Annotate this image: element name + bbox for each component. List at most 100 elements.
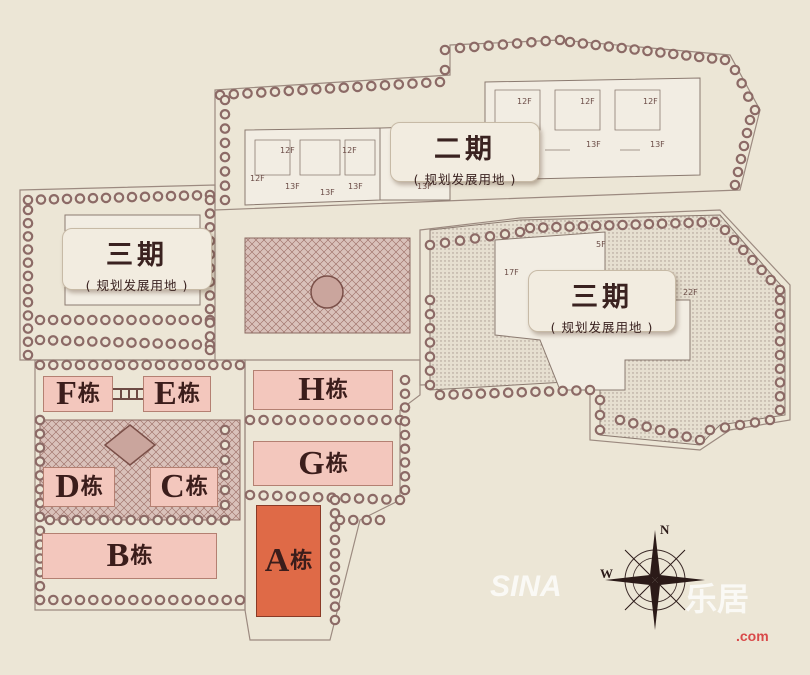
tree-icon bbox=[22, 194, 34, 206]
tree-icon bbox=[399, 388, 411, 400]
tree-icon bbox=[219, 180, 231, 191]
tree-icon bbox=[764, 414, 776, 426]
tree-icon bbox=[489, 387, 500, 399]
tree-icon bbox=[221, 594, 232, 606]
tree-icon bbox=[326, 414, 338, 426]
tree-icon bbox=[73, 335, 85, 347]
tree-icon bbox=[242, 88, 253, 99]
tree-icon bbox=[204, 303, 216, 315]
tree-icon bbox=[680, 50, 692, 61]
tree-icon bbox=[732, 166, 744, 178]
floor-label: 13F bbox=[417, 182, 432, 191]
connector-bridge bbox=[113, 388, 143, 400]
tree-icon bbox=[765, 274, 777, 286]
tree-icon bbox=[693, 51, 705, 63]
tree-icon bbox=[393, 79, 405, 90]
phase-subtitle: ( 规划发展用地 ) bbox=[85, 278, 189, 293]
tree-icon bbox=[502, 387, 514, 398]
building-suffix: 栋 bbox=[80, 474, 103, 499]
tree-icon bbox=[100, 314, 111, 326]
tree-icon bbox=[399, 374, 411, 386]
tree-icon bbox=[219, 194, 231, 206]
tree-icon bbox=[285, 491, 297, 502]
tree-icon bbox=[424, 239, 436, 251]
tree-icon bbox=[114, 359, 126, 371]
tree-icon bbox=[165, 190, 177, 202]
tree-icon bbox=[100, 336, 111, 348]
tree-icon bbox=[617, 219, 628, 231]
tree-icon bbox=[543, 386, 555, 397]
tree-icon bbox=[101, 594, 112, 606]
tree-icon bbox=[329, 601, 341, 612]
tree-icon bbox=[329, 547, 341, 559]
tree-icon bbox=[61, 193, 73, 205]
floor-label: 12F bbox=[342, 146, 357, 155]
tree-icon bbox=[178, 314, 190, 326]
tree-icon bbox=[774, 322, 786, 333]
tree-icon bbox=[152, 314, 163, 326]
tree-icon bbox=[126, 191, 138, 203]
tree-icon bbox=[399, 470, 411, 482]
tree-icon bbox=[60, 335, 72, 347]
phase-label-right: 三期 ( 规划发展用地 ) bbox=[528, 270, 676, 335]
tree-icon bbox=[367, 493, 378, 505]
floor-label: 13F bbox=[285, 182, 300, 191]
tree-icon bbox=[571, 385, 582, 396]
tree-icon bbox=[74, 594, 86, 606]
tree-icon bbox=[399, 402, 411, 413]
tree-icon bbox=[379, 80, 391, 91]
tree-icon bbox=[719, 224, 731, 236]
tree-icon bbox=[271, 490, 283, 502]
tree-icon bbox=[139, 337, 150, 349]
tree-icon bbox=[439, 64, 451, 76]
tree-icon bbox=[126, 337, 137, 348]
tree-icon bbox=[729, 179, 741, 191]
tree-icon bbox=[329, 574, 341, 586]
tree-icon bbox=[551, 221, 562, 233]
tree-icon bbox=[424, 294, 436, 306]
tree-icon bbox=[22, 323, 34, 334]
tree-icon bbox=[34, 580, 46, 592]
tree-icon bbox=[394, 494, 406, 506]
tree-icon bbox=[399, 429, 411, 441]
tree-icon bbox=[774, 335, 786, 347]
tree-icon bbox=[347, 514, 359, 526]
tree-icon bbox=[258, 414, 269, 426]
plaza-fountain bbox=[310, 275, 344, 309]
tree-icon bbox=[74, 359, 86, 371]
tree-icon bbox=[630, 219, 641, 230]
tree-icon bbox=[353, 493, 365, 504]
tree-icon bbox=[667, 427, 679, 439]
tree-icon bbox=[734, 419, 746, 431]
tree-icon bbox=[204, 331, 216, 342]
tree-icon bbox=[22, 244, 34, 255]
tree-icon bbox=[101, 359, 112, 371]
tree-icon bbox=[424, 379, 436, 391]
tree-icon bbox=[361, 514, 372, 526]
compass-north-label: N bbox=[660, 522, 670, 537]
phase-label-top: 二期 ( 规划发展用地 ) bbox=[390, 122, 540, 187]
tree-icon bbox=[564, 36, 576, 48]
tree-icon bbox=[114, 594, 126, 606]
tree-icon bbox=[47, 594, 59, 606]
floor-label: 12F bbox=[580, 97, 595, 106]
tree-icon bbox=[112, 514, 123, 526]
tree-icon bbox=[234, 359, 246, 371]
tree-icon bbox=[34, 428, 46, 440]
tree-icon bbox=[511, 38, 523, 49]
tree-icon bbox=[524, 222, 536, 234]
tree-icon bbox=[594, 409, 606, 421]
tree-icon bbox=[219, 123, 231, 134]
tree-icon bbox=[181, 359, 192, 371]
tree-icon bbox=[590, 39, 602, 51]
tree-icon bbox=[468, 41, 480, 53]
